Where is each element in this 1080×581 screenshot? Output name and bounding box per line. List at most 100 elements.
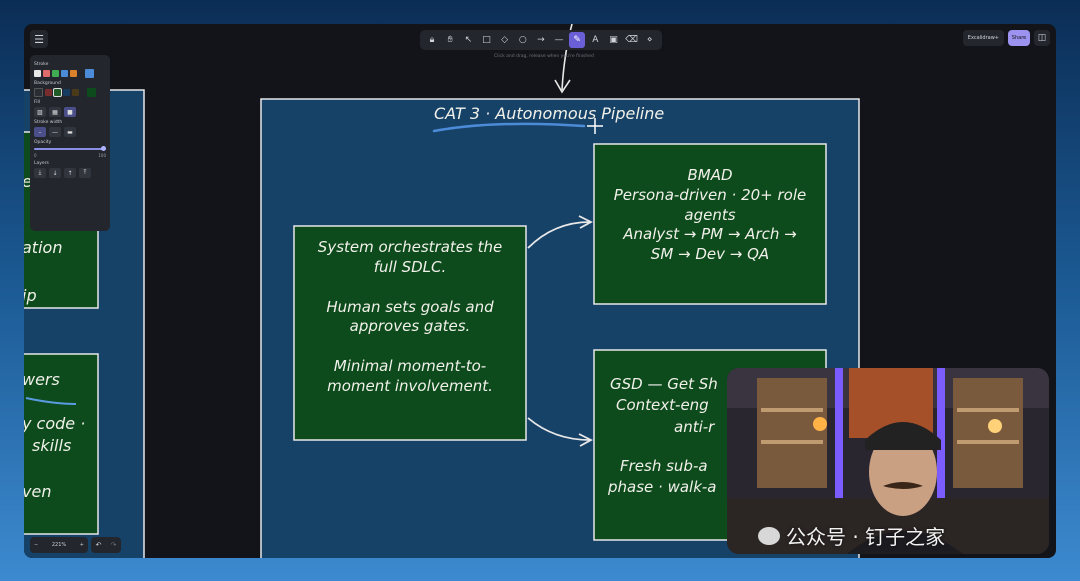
undo-icon[interactable]: ↶ [95,541,102,549]
bg-swatch-green[interactable] [53,88,62,97]
left-text-6: skills [32,436,72,455]
toolbar-hint: Click and drag, release when you're fini… [494,54,594,59]
arrow-to-bmad [527,221,591,249]
gsd-box-line2: Context-eng [616,396,709,415]
watermark-text: 公众号 · 钉子之家 [786,525,946,549]
arrow-icon[interactable]: → [537,35,545,45]
library-button[interactable]: Excalidraw+ [962,30,1004,46]
rectangle-icon[interactable]: □ [482,35,491,45]
bg-swatch-brown[interactable] [72,89,79,96]
bg-swatch-blue[interactable] [63,89,70,96]
zoom-controls: − 221% + [30,537,88,553]
sidebar-toggle-button[interactable]: ◫ [1034,30,1050,46]
pointer-icon[interactable]: ↖ [464,35,473,45]
diamond-icon[interactable]: ◇ [501,35,509,45]
center-box-line3: Human sets goals and [326,297,494,316]
opacity-slider[interactable] [34,146,106,151]
sidebar-icon: ◫ [1037,33,1047,43]
background-swatches [34,88,106,97]
pencil-icon[interactable]: ✎ [569,32,586,48]
menu-button[interactable]: ☰ [30,30,48,48]
bg-swatch-red[interactable] [45,89,52,96]
stroke-label: Stroke [34,62,49,67]
fill-hachure-icon[interactable]: ▨ [34,107,46,117]
bmad-box-line3: agents [684,205,736,224]
arrow-to-gsd-head [578,433,593,447]
watermark: 公众号 · 钉子之家 [758,521,945,550]
stroke-width-thin-icon[interactable]: – [34,127,46,137]
stroke-swatch-green[interactable] [52,70,59,77]
stroke-current-color[interactable] [85,69,94,78]
bmad-box-line2: Persona-driven · 20+ role [613,185,807,204]
redo-icon[interactable]: ↷ [110,541,117,549]
center-box-line6: moment involvement. [327,376,493,395]
left-text-5: y code · [24,414,86,433]
webcam-overlay [727,368,1049,554]
bmad-box-line4: Analyst → PM → Arch → [623,225,797,244]
ellipse-icon[interactable]: ○ [518,35,527,45]
eraser-icon[interactable]: ⌫ [625,35,638,45]
stroke-swatch-red[interactable] [43,70,50,77]
left-text-1: e [24,172,32,191]
stroke-swatch-orange[interactable] [70,70,77,77]
gsd-box-line3: anti-r [674,417,715,436]
send-to-back-icon[interactable]: ⤓ [34,168,46,178]
stroke-width-bold-icon[interactable]: — [49,127,61,137]
wechat-icon [758,526,780,545]
extra-tools-icon[interactable]: ⋄ [646,35,653,45]
gsd-box-line1: GSD — Get Sh [610,375,718,393]
zoom-out-button[interactable]: − [34,542,39,548]
hamburger-icon: ☰ [34,32,44,46]
center-box-line2: full SDLC. [373,257,447,276]
undo-redo-controls: ↶ ↷ [91,537,121,553]
webcam-image [727,368,1049,554]
opacity-slider-handle[interactable] [101,146,106,151]
gsd-box-line4: Fresh sub-a [620,456,708,475]
center-box-line4: approves gates. [349,317,471,336]
bmad-box-line1: BMAD [687,166,733,184]
bmad-box-rect [593,143,827,305]
stroke-width-label: Stroke width [34,120,63,125]
left-text-2: ation [24,238,63,257]
send-backward-icon[interactable]: ↓ [49,168,61,178]
left-box-lower [24,353,99,535]
stroke-width-extra-bold-icon[interactable]: ▬ [64,127,76,137]
layers-label: Layers [34,161,49,166]
title-underline [432,122,586,133]
crosshair-cursor-icon [587,118,603,134]
fill-cross-hatch-icon[interactable]: ▦ [49,107,61,117]
frame-title[interactable]: CAT 3 · Autonomous Pipeline [434,104,665,123]
line-icon[interactable]: — [554,35,564,45]
gsd-box[interactable]: GSD — Get Sh Context-eng anti-r Fresh su… [608,374,750,498]
stroke-swatch-white[interactable] [34,70,41,77]
left-text-3: ip [24,286,37,305]
share-button[interactable]: Share [1008,30,1030,46]
zoom-level[interactable]: 221% [51,542,67,548]
lock-icon[interactable]: 🔒︎ [429,35,435,45]
opacity-max: 100 [98,153,106,158]
zoom-in-button[interactable]: + [79,542,84,548]
fill-solid-icon[interactable]: ■ [64,107,76,117]
fill-label: Fill [34,100,41,105]
bring-forward-icon[interactable]: ↑ [64,168,76,178]
stroke-swatch-blue[interactable] [61,70,68,77]
bg-swatch-transparent[interactable] [34,88,43,97]
image-icon[interactable]: ▣ [609,35,618,45]
stroke-swatches [34,69,106,78]
arrow-to-gsd [527,417,591,441]
text-icon[interactable]: A [592,35,599,45]
left-text-7: ven [24,482,52,501]
opacity-min: 0 [34,153,37,158]
center-box[interactable]: System orchestrates the full SDLC. Human… [296,238,524,438]
bg-current-color[interactable] [87,88,96,97]
center-box-line5: Minimal moment-to- [333,357,487,376]
drawn-arrow-head [554,79,571,94]
center-box-rect [293,225,527,441]
bring-to-front-icon[interactable]: ⤒ [79,168,91,178]
drawn-arrow [561,24,573,91]
opacity-label: Opacity [34,140,52,145]
bmad-box[interactable]: BMAD Persona-driven · 20+ role agents An… [596,166,824,302]
center-box-line1: System orchestrates the [317,238,503,256]
hand-icon[interactable]: ✋︎ [447,35,453,45]
gsd-box-line5: phase · walk-a [608,478,717,497]
